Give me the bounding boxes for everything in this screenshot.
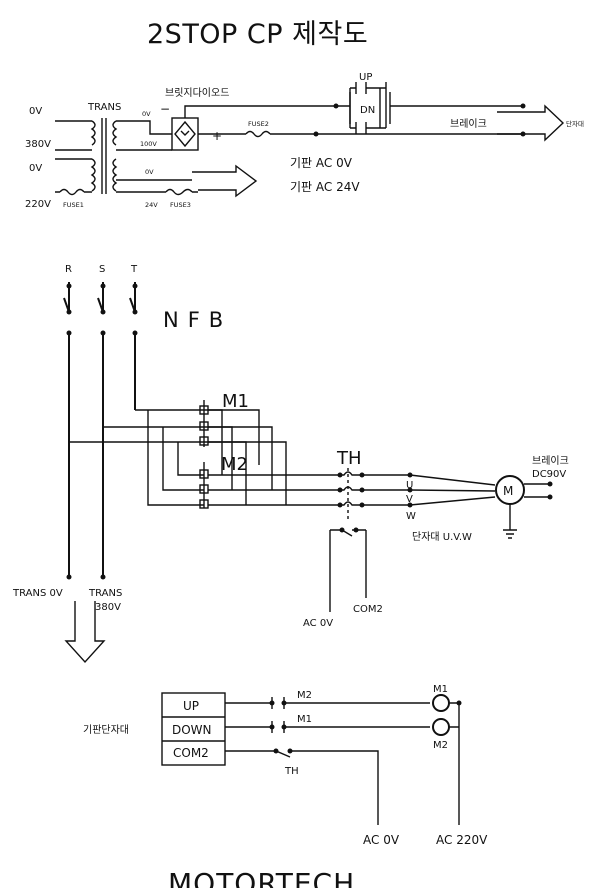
board-ac24v-label: 기판 AC 24V (290, 180, 360, 194)
control-circuit: 기판단자대 UP DOWN COM2 M2 M1 TH M1 M2 AC 0V … (83, 684, 488, 847)
fuse1 (59, 188, 85, 196)
m2-interlock-label: M2 (297, 690, 312, 701)
down-rung (225, 721, 430, 733)
ac0v-label: AC 0V (303, 618, 333, 629)
thermal-relay (337, 468, 365, 520)
terminal-row-up: UP (183, 699, 199, 713)
input-380v-label: 380V (25, 139, 51, 150)
board-ac0v-label: 기판 AC 0V (290, 156, 353, 170)
bus-s (103, 426, 273, 490)
phase-r-line (63, 282, 70, 577)
m1-coil (432, 694, 450, 712)
transformer-core (101, 118, 107, 194)
uvw-dots (407, 472, 413, 508)
motor-brake-leads (524, 483, 550, 498)
trans-label: TRANS (87, 102, 121, 113)
sec-0v-bottom-label: 0V (145, 168, 154, 176)
phase-s-label: S (99, 264, 105, 275)
m2-coil (432, 718, 450, 736)
secondary-0v-lead (116, 120, 172, 135)
transformer-secondary-coil (112, 120, 118, 192)
m2-coil-label: M2 (433, 740, 448, 751)
board-output-arrow (192, 164, 258, 198)
up-contact-label: UP (359, 72, 372, 83)
phase-t-label: T (130, 264, 138, 275)
up-dn-frame (349, 92, 391, 124)
junction-dot (313, 131, 319, 137)
input-0v-top-label: 0V (29, 106, 42, 117)
nfb-label: NFB (163, 308, 232, 332)
motor-feed (362, 474, 496, 506)
board-terminal-label: 기판단자대 (83, 724, 129, 736)
fuse3-label: FUSE3 (170, 201, 191, 209)
fuse2-label: FUSE2 (248, 120, 269, 128)
m1-interlock-label: M1 (297, 714, 312, 725)
sec-0v-top-label: 0V (142, 110, 151, 118)
junction-dot (520, 103, 526, 109)
transformer-circuit: 0V 380V 0V 220V TRANS FUSE1 0V 100V 0V 2… (25, 72, 584, 210)
m1-contactor (199, 400, 209, 447)
motor-brake-label: 브레이크 (532, 455, 569, 467)
motor-ground (503, 504, 517, 539)
input-220v-label: 220V (25, 199, 51, 210)
cross-wires (147, 410, 204, 506)
bridge-minus: − (160, 102, 170, 116)
terminal-row-com2: COM2 (173, 746, 209, 760)
th-contact-label: TH (284, 766, 299, 777)
fuse2 (245, 130, 271, 138)
junction-dot (333, 103, 339, 109)
coil-common (449, 702, 460, 825)
down-arrow (64, 601, 106, 664)
breaker-dots (66, 283, 138, 580)
terminal-uvw-label: 단자대 U.V.W (412, 531, 472, 543)
transformer-primary-coil (90, 120, 96, 192)
bus-r (69, 441, 287, 505)
m2-label: M2 (221, 454, 248, 475)
th-aux-contact (329, 529, 367, 612)
trans-380v-label: 380V (95, 602, 121, 613)
sec-24v-label: 24V (145, 201, 158, 209)
m1-coil-label: M1 (433, 684, 448, 695)
th-label: TH (336, 448, 362, 469)
fuse1-label: FUSE1 (63, 201, 84, 209)
control-ac220v-label: AC 220V (436, 833, 488, 847)
power-circuit: R S T NFB M1 M2 (12, 264, 569, 664)
u-label: U (406, 480, 413, 491)
bridge-diode-label: 브릿지다이오드 (165, 87, 229, 99)
brake-voltage-label: DC90V (532, 469, 566, 480)
com2-label: COM2 (353, 604, 383, 615)
sec-100v-label: 100V (140, 140, 157, 148)
phase-r-label: R (65, 264, 72, 275)
terminal-row-down: DOWN (172, 723, 212, 737)
brake-output-arrow (497, 104, 565, 142)
page-title: 2STOP CP 제작도 (147, 19, 368, 50)
footer-brand: MOTORTECH (168, 867, 355, 888)
motor-label: M (503, 484, 513, 498)
dc-negative-line (184, 105, 523, 118)
terminal-label: 단자대 (566, 119, 584, 128)
dn-contact-label: DN (360, 105, 375, 116)
com2-rung (225, 750, 379, 825)
m2-contactor (199, 462, 209, 509)
m-outputs-join (208, 409, 247, 505)
up-rung (225, 697, 430, 709)
input-0v-bottom-label: 0V (29, 163, 42, 174)
phase-s-line (97, 282, 104, 577)
trans-label-2: TRANS (88, 588, 122, 599)
v-label: V (406, 494, 413, 505)
trans-0v-label: TRANS 0V (12, 588, 63, 599)
bus-t (135, 409, 260, 465)
terminal-block (161, 692, 226, 766)
bridge-plus: + (212, 129, 222, 143)
phase-t-line (129, 282, 136, 410)
brake-label: 브레이크 (450, 118, 487, 130)
m1-label: M1 (222, 391, 249, 412)
w-label: W (406, 511, 416, 522)
control-ac0v-label: AC 0V (363, 833, 400, 847)
bridge-diode-symbol (174, 120, 196, 148)
fuse3 (165, 188, 193, 196)
